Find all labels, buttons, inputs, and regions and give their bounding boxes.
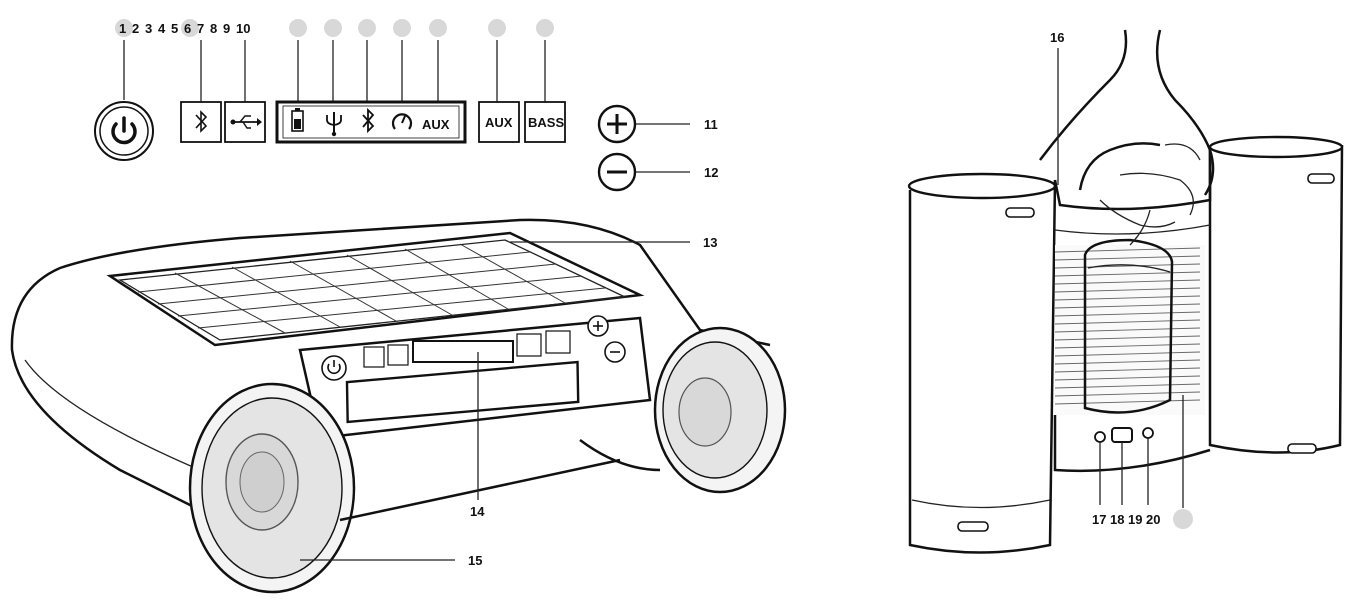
aux-button-label: AUX <box>485 115 513 130</box>
usb-button[interactable] <box>224 101 266 143</box>
callout-6: 6 <box>184 21 191 36</box>
volume-up-button[interactable] <box>597 104 637 144</box>
callout-dot-6 <box>181 19 199 37</box>
callout-20: 20 <box>1146 512 1160 527</box>
battery-icon <box>291 108 304 132</box>
hand-illustration <box>1039 29 1215 246</box>
plus-icon <box>607 114 627 134</box>
solar-panel <box>106 231 645 347</box>
callout-dot-f <box>488 19 506 37</box>
callout-11: 11 <box>704 117 718 132</box>
right-speaker-grille <box>653 326 787 494</box>
callout-7: 7 <box>197 21 204 36</box>
solar-indicator-icon <box>391 113 413 130</box>
aux-indicator-label: AUX <box>422 117 450 132</box>
callout-leaders-top <box>123 40 546 102</box>
callout-17: 17 <box>1092 512 1106 527</box>
bluetooth-button[interactable] <box>180 101 222 143</box>
callout-dot-1 <box>115 19 133 37</box>
callout-15: 15 <box>468 553 482 568</box>
speaker-carry-view: 16 17 18 19 20 <box>907 29 1344 554</box>
callout-3: 3 <box>145 21 152 36</box>
callout-18: 18 <box>1110 512 1124 527</box>
callout-10: 10 <box>236 21 250 36</box>
callout-dot-h <box>1173 509 1193 529</box>
callout-12: 12 <box>704 165 718 180</box>
callout-dot-e <box>429 19 447 37</box>
left-speaker-grille <box>188 382 356 594</box>
callout-5: 5 <box>171 21 178 36</box>
callout-dot-d <box>393 19 411 37</box>
bluetooth-icon <box>195 110 208 133</box>
speaker-front-view: 13 14 15 <box>10 218 787 594</box>
power-icon <box>111 116 137 145</box>
usb-indicator-icon <box>326 112 342 137</box>
control-panel-detail: AUX AUX BASS 11 12 <box>94 100 718 192</box>
callout-14: 14 <box>470 504 485 519</box>
usb-icon <box>230 115 262 129</box>
callout-19: 19 <box>1128 512 1142 527</box>
bass-button[interactable]: BASS <box>524 101 566 143</box>
callout-dot-g <box>536 19 554 37</box>
rear-grille <box>1054 245 1205 415</box>
bass-button-label: BASS <box>528 115 564 130</box>
callout-row-top: 1 2 3 4 5 6 7 8 9 10 <box>115 19 554 37</box>
callout-13: 13 <box>703 235 717 250</box>
indicator-strip: AUX <box>275 100 467 144</box>
callout-2: 2 <box>132 21 139 36</box>
power-button[interactable] <box>94 101 154 161</box>
callout-dot-a <box>289 19 307 37</box>
callout-16: 16 <box>1050 30 1064 45</box>
volume-down-button[interactable] <box>597 152 637 192</box>
callout-dot-b <box>324 19 342 37</box>
callout-dot-c <box>358 19 376 37</box>
aux-button[interactable]: AUX <box>478 101 520 143</box>
callout-4: 4 <box>158 21 166 36</box>
bluetooth-indicator-icon <box>362 107 375 134</box>
callout-8: 8 <box>210 21 217 36</box>
callout-1: 1 <box>119 21 126 36</box>
callout-9: 9 <box>223 21 230 36</box>
